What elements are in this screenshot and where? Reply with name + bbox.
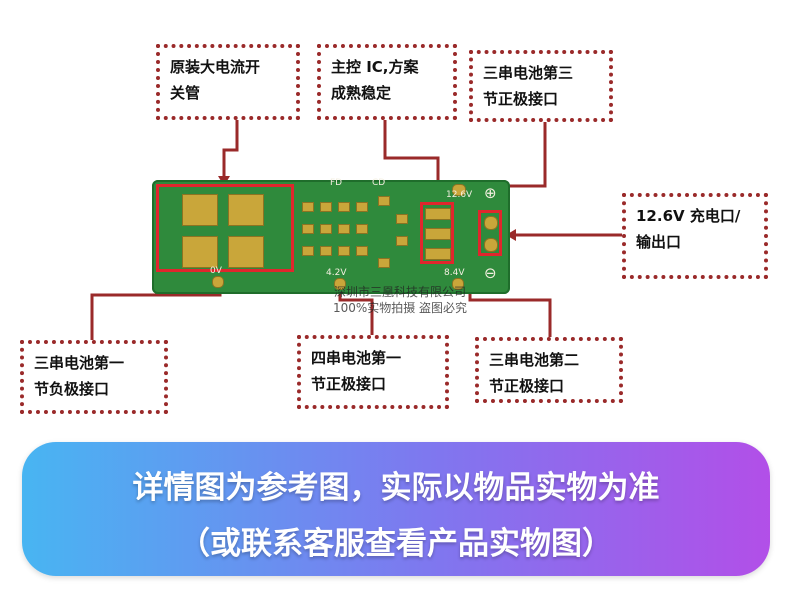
silk-4v2: 4.2V [326, 268, 347, 278]
ic-pad [425, 228, 451, 240]
connector-pad [212, 276, 224, 288]
wire-third-pos [462, 120, 547, 188]
smd-pad [338, 224, 350, 234]
connector-pad [334, 278, 346, 290]
smd-pad [356, 202, 368, 212]
callout-switch: 原装大电流开 关管 [156, 44, 300, 120]
ic-pad [425, 208, 451, 220]
smd-pad [378, 258, 390, 268]
silk-12v6: 12.6V [446, 190, 473, 200]
smd-pad [396, 214, 408, 224]
silk-0v: 0V [210, 266, 222, 276]
watermark: 深圳市三凰科技有限公司 100%实物拍摄 盗图必究 [240, 284, 560, 316]
banner-line1: 详情图为参考图，实际以物品实物为准 [132, 470, 660, 506]
watermark-line1: 深圳市三凰科技有限公司 [333, 285, 466, 299]
mosfet-pad [182, 194, 218, 226]
arrowhead-output [506, 229, 516, 241]
minus-icon: ⊖ [484, 264, 497, 282]
callout-fourth-pos: 四串电池第一 节正极接口 [297, 335, 449, 409]
smd-pad [356, 224, 368, 234]
highlight-switch [156, 184, 294, 272]
silk-cd: CD [372, 178, 386, 188]
connector-pad [452, 184, 466, 196]
smd-pad [338, 202, 350, 212]
smd-pad [320, 224, 332, 234]
smd-pad [356, 246, 368, 256]
smd-pad [320, 202, 332, 212]
mosfet-pad [182, 236, 218, 268]
ic-pad [425, 248, 451, 260]
callout-ic: 主控 IC,方案 成熟稳定 [317, 44, 457, 120]
silk-fd: FD [330, 178, 343, 188]
plus-icon: ⊕ [484, 184, 497, 202]
callout-third-pos: 三串电池第三 节正极接口 [469, 50, 613, 122]
connector-pad [484, 216, 498, 230]
pcb-board: 0V 4.2V 8.4V 12.6V FD CD ⊕ ⊖ [152, 178, 510, 294]
mosfet-pad [228, 236, 264, 268]
connector-pad [484, 238, 498, 252]
wire-switch [222, 118, 239, 184]
highlight-output [478, 210, 502, 256]
smd-pad [396, 236, 408, 246]
connector-pad [452, 278, 464, 290]
callout-output: 12.6V 充电口/ 输出口 [622, 193, 768, 279]
silk-8v4: 8.4V [444, 268, 465, 278]
callout-second-pos: 三串电池第二 节正极接口 [475, 337, 623, 403]
smd-pad [302, 246, 314, 256]
mosfet-pad [228, 194, 264, 226]
highlight-ic [420, 202, 454, 264]
smd-pad [338, 246, 350, 256]
notice-banner: 详情图为参考图，实际以物品实物为准 （或联系客服查看产品实物图） [22, 442, 770, 576]
smd-pad [302, 202, 314, 212]
banner-line2: （或联系客服查看产品实物图） [179, 526, 613, 562]
smd-pad [302, 224, 314, 234]
callout-first-neg: 三串电池第一 节负极接口 [20, 340, 168, 414]
smd-pad [320, 246, 332, 256]
watermark-line2: 100%实物拍摄 盗图必究 [332, 301, 468, 315]
smd-pad [378, 196, 390, 206]
wire-ic [383, 120, 440, 200]
